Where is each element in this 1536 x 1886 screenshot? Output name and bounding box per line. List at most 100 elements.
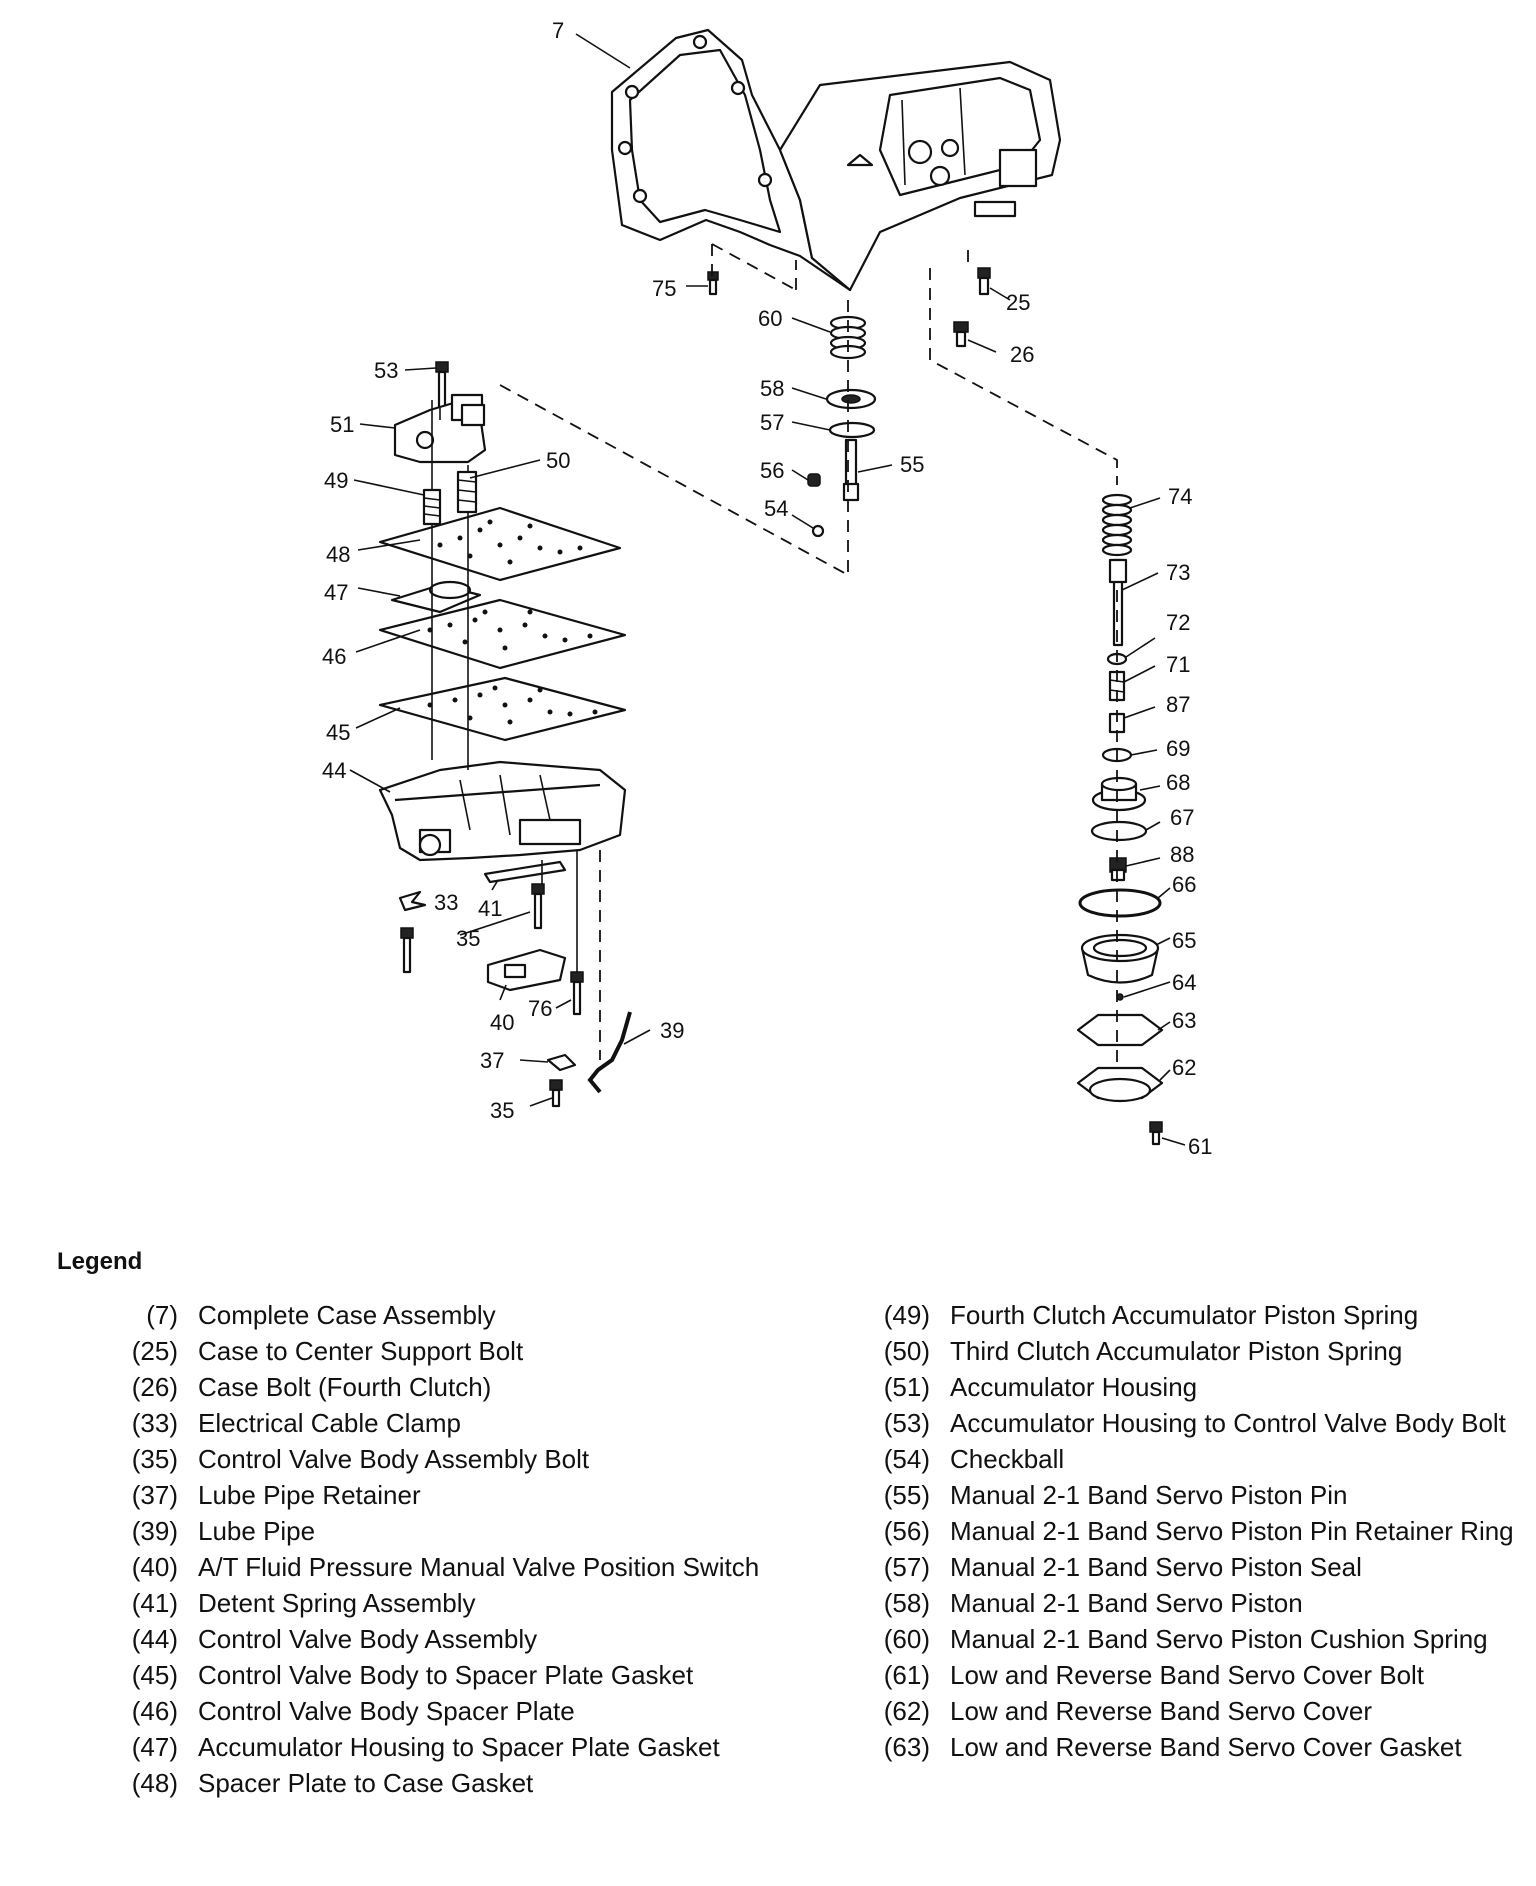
legend-item-description: Lube Pipe — [198, 1516, 316, 1546]
legend-item-number: (56) — [883, 1516, 930, 1546]
legend-item-number: (50) — [883, 1336, 930, 1366]
legend-item: (49) Fourth Clutch Accumulator Piston Spr… — [852, 1300, 1532, 1331]
legend-item-number: (60) — [883, 1624, 930, 1654]
legend-left-column: (7)Complete Case Assembly(25)Case to Cen… — [100, 1300, 780, 1804]
legend-item-number: (47) — [131, 1732, 178, 1762]
callout-60: 60 — [758, 306, 782, 331]
legend-item-description: Accumulator Housing to Spacer Plate Gask… — [198, 1732, 720, 1762]
legend-item-number: (61) — [883, 1660, 930, 1690]
case-to-center-support-bolt-25 — [977, 267, 991, 296]
callout-51: 51 — [330, 412, 354, 437]
callout-64: 64 — [1172, 970, 1196, 995]
legend-right-column: (49) Fourth Clutch Accumulator Piston Spr… — [852, 1300, 1532, 1768]
legend-item-description: Low and Reverse Band Servo Cover Bolt — [950, 1660, 1425, 1690]
legend-item-description: Low and Reverse Band Servo Cover — [950, 1696, 1373, 1726]
legend-item: (61) Low and Reverse Band Servo Cover Bol… — [852, 1660, 1532, 1691]
legend-item-number: (62) — [883, 1696, 930, 1726]
legend-item: (56) Manual 2-1 Band Servo Piston Pin Ret… — [852, 1516, 1532, 1547]
lube-pipe-39 — [587, 1011, 632, 1094]
callout-61: 61 — [1188, 1134, 1212, 1159]
callout-71: 71 — [1166, 652, 1190, 677]
callout-37: 37 — [480, 1048, 504, 1073]
legend-item-number: (58) — [883, 1588, 930, 1618]
legend-item-description: Accumulator Housing — [950, 1372, 1198, 1402]
callout-50: 50 — [546, 448, 570, 473]
callout-57: 57 — [760, 410, 784, 435]
legend-title: Legend — [57, 1248, 143, 1275]
callout-39: 39 — [660, 1018, 684, 1043]
legend-item: (46)Control Valve Body Spacer Plate — [100, 1696, 780, 1727]
valve-body-bolt-41-area — [531, 883, 545, 930]
legend-item: (26)Case Bolt (Fourth Clutch) — [100, 1372, 780, 1403]
legend-item-number: (55) — [883, 1480, 930, 1510]
legend-item: (62) Low and Reverse Band Servo Cover — [852, 1696, 1532, 1727]
piston-65 — [1080, 933, 1160, 984]
legend-item-number: (48) — [131, 1768, 178, 1798]
callout-49: 49 — [324, 468, 348, 493]
legend-item-number: (49) — [883, 1300, 930, 1330]
legend-item-number: (26) — [131, 1372, 178, 1402]
accumulator-to-spacer-gasket-47 — [390, 580, 482, 614]
callout-87: 87 — [1166, 692, 1190, 717]
callout-33: 33 — [434, 890, 458, 915]
legend-item-description: Control Valve Body Assembly — [198, 1624, 538, 1654]
callout-56: 56 — [760, 458, 784, 483]
legend-item: (35)Control Valve Body Assembly Bolt — [100, 1444, 780, 1475]
legend-item-description: Manual 2-1 Band Servo Piston Seal — [950, 1552, 1362, 1582]
callout-55: 55 — [900, 452, 924, 477]
legend-item-description: Spacer Plate to Case Gasket — [198, 1768, 534, 1798]
legend-item-number: (63) — [883, 1732, 930, 1762]
callout-68: 68 — [1166, 770, 1190, 795]
legend-item: (40)A/T Fluid Pressure Manual Valve Posi… — [100, 1552, 780, 1583]
callout-88: 88 — [1170, 842, 1194, 867]
case-assembly-drawing — [610, 28, 1062, 292]
legend-item-description: Manual 2-1 Band Servo Piston — [950, 1588, 1303, 1618]
legend-item: (41)Detent Spring Assembly — [100, 1588, 780, 1619]
legend-item: (44)Control Valve Body Assembly — [100, 1624, 780, 1655]
callout-63: 63 — [1172, 1008, 1196, 1033]
cable-clamp-33 — [398, 890, 427, 912]
callout-leaders — [349, 33, 1186, 1146]
servo-piston-seal-57 — [828, 421, 876, 439]
legend-item-number: (45) — [131, 1660, 178, 1690]
legend-item-description: Manual 2-1 Band Servo Piston Cushion Spr… — [950, 1624, 1488, 1654]
seal-66 — [1078, 888, 1162, 918]
case-bolt-26 — [953, 321, 969, 348]
legend-item-description: Accumulator Housing to Control Valve Bod… — [950, 1408, 1506, 1438]
callout-72: 72 — [1166, 610, 1190, 635]
legend-item-description: Lube Pipe Retainer — [198, 1480, 421, 1510]
legend-item-description: Control Valve Body to Spacer Plate Gaske… — [198, 1660, 694, 1690]
exploded-view-diagram: 7 25 26 75 60 58 57 56 55 54 53 51 50 49… — [322, 18, 1212, 1159]
callout-65: 65 — [1172, 928, 1196, 953]
legend-item: (63)Low and Reverse Band Servo Cover Gas… — [852, 1732, 1532, 1763]
legend-item-description: Fourth Clutch Accumulator Piston Spring — [950, 1300, 1419, 1330]
legend-item: (60) Manual 2-1 Band Servo Piston Cushion… — [852, 1624, 1532, 1655]
servo-cushion-spring-74 — [1101, 493, 1133, 557]
callout-62: 62 — [1172, 1055, 1196, 1080]
valve-body-bolt-76 — [570, 971, 584, 1016]
callout-74: 74 — [1168, 484, 1192, 509]
legend-item-description: Manual 2-1 Band Servo Piston Pin Retaine… — [950, 1516, 1514, 1546]
legend-item: (54)Checkball — [852, 1444, 1532, 1475]
accumulator-bolt-53 — [435, 361, 449, 410]
legend-item: (50)Third Clutch Accumulator Piston Spri… — [852, 1336, 1532, 1367]
pin-retainer-ring-56 — [807, 473, 821, 487]
valve-body-bolt-35 — [400, 927, 414, 974]
callout-76: 76 — [528, 996, 552, 1021]
control-valve-body-44 — [378, 760, 627, 862]
legend-item-number: (40) — [131, 1552, 178, 1582]
callout-labels: 7 25 26 75 60 58 57 56 55 54 53 51 50 49… — [322, 18, 1212, 1159]
part-88 — [1109, 857, 1127, 882]
legend-item: (25)Case to Center Support Bolt — [100, 1336, 780, 1367]
legend-item-description: Control Valve Body Assembly Bolt — [198, 1444, 590, 1474]
callout-35-upper: 35 — [456, 926, 480, 951]
callout-53: 53 — [374, 358, 398, 383]
legend-item: (48) Spacer Plate to Case Gasket — [100, 1768, 780, 1799]
callout-25: 25 — [1006, 290, 1030, 315]
checkball-54 — [811, 524, 825, 538]
legend-item: (45) Control Valve Body to Spacer Plate G… — [100, 1660, 780, 1691]
callout-7: 7 — [552, 18, 564, 43]
third-clutch-spring-50 — [456, 470, 478, 514]
legend-item: (33)Electrical Cable Clamp — [100, 1408, 780, 1439]
legend-item: (57)Manual 2-1 Band Servo Piston Seal — [852, 1552, 1532, 1583]
